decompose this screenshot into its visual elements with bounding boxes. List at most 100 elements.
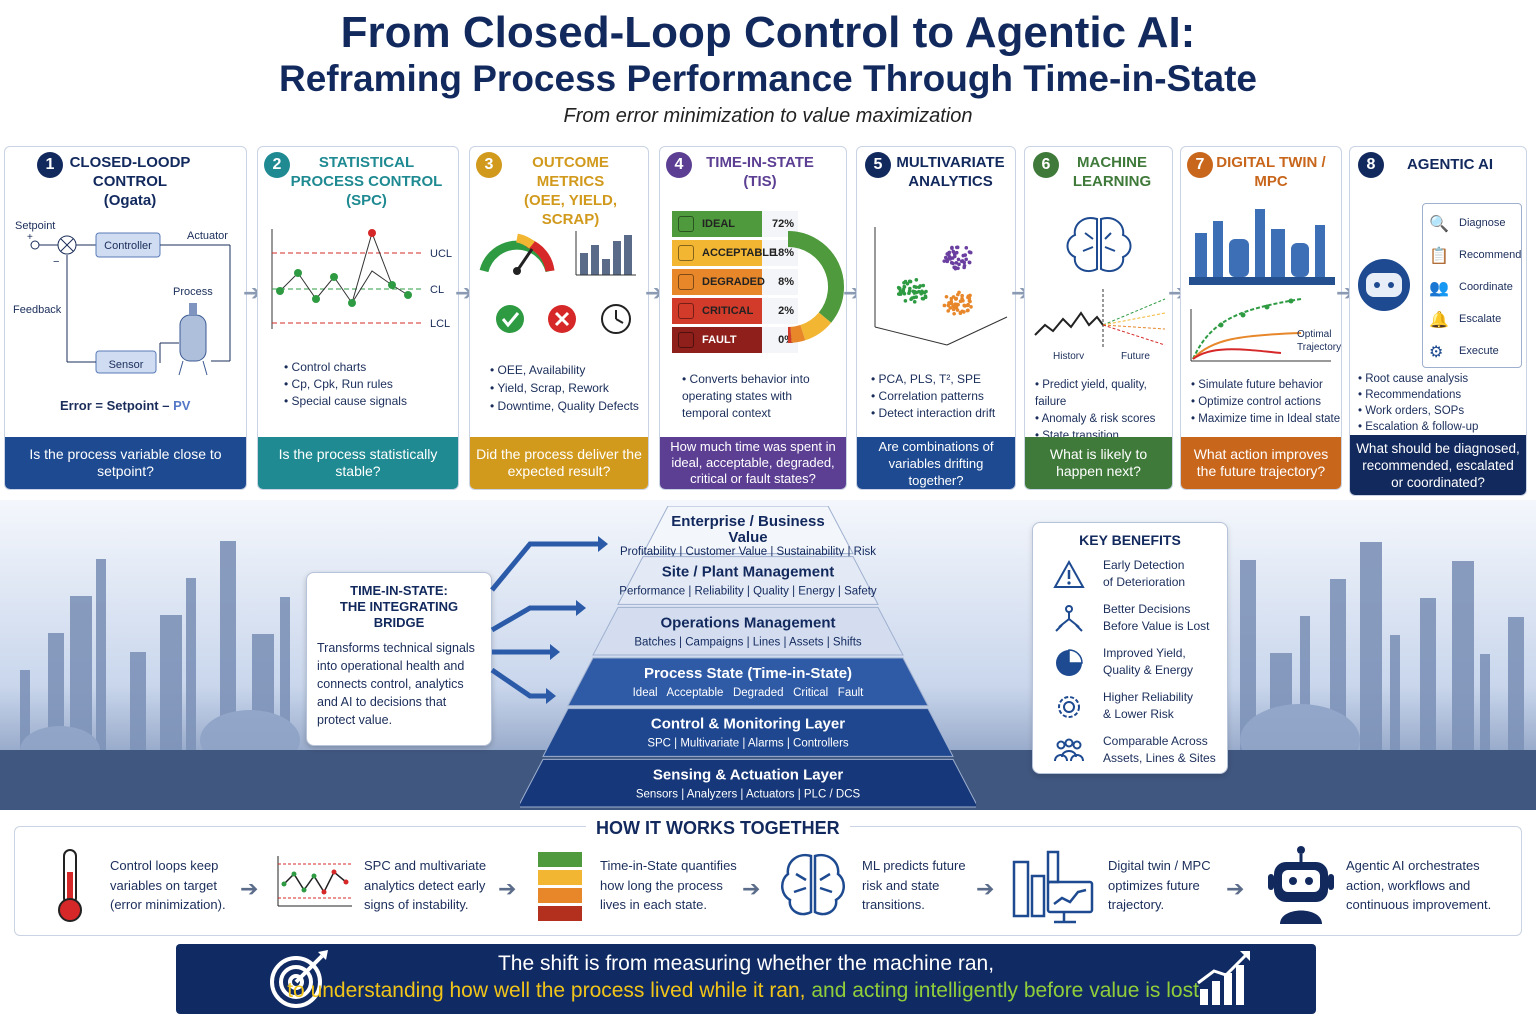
pyramid-level-title: Control & Monitoring Layer	[651, 716, 845, 733]
scatter-point	[949, 296, 954, 301]
agent-action-label: Coordinate	[1459, 281, 1513, 293]
bell-icon: 🔔	[1429, 309, 1449, 329]
scatter-point	[902, 284, 907, 289]
scatter-point	[955, 308, 960, 312]
scatter-point	[962, 263, 967, 268]
state-percent: 8%	[762, 269, 798, 295]
bar-chart-icon	[575, 231, 636, 276]
arc-segment-acceptable	[799, 312, 832, 341]
refinery-tower	[1480, 654, 1490, 750]
pyramid-level-subtitle: Performance | Reliability | Quality | En…	[619, 586, 877, 598]
plus-sign: +	[27, 232, 33, 243]
benefit-text: Better Decisions Before Value is Lost	[1103, 602, 1210, 633]
history-label: History	[1053, 351, 1084, 359]
scatter-point	[945, 257, 950, 262]
how-step-text: Time-in-State quantifies how long the pr…	[600, 858, 737, 912]
card-question: What should be diagnosed, recommended, e…	[1350, 435, 1526, 495]
pyramid-level-subtitle: Ideal Acceptable Degraded Critical Fault	[633, 687, 865, 699]
arrow-right-icon: ➔	[240, 876, 259, 901]
banner-line-1: The shift is from measuring whether the …	[497, 952, 995, 975]
refinery-tower	[96, 559, 106, 750]
benefit-item: Improved Yield, Quality & Energy	[1043, 645, 1223, 685]
state-icon	[678, 216, 694, 232]
agent-action-execute: ⚙Execute	[1429, 338, 1499, 364]
agent-action-list: 🔍Diagnose📋Recommend👥Coordinate🔔Escalate⚙…	[1422, 203, 1522, 368]
feedback-label: Feedback	[13, 304, 62, 316]
card-closed-loop-control: 1 CLOSED-LOODP CONTROL (Ogata) Setpoint …	[4, 146, 247, 490]
how-step-text: Agentic AI orchestrates action, workflow…	[1346, 858, 1492, 912]
closed-loop-diagram: Setpoint + − Controller Actuator Process…	[13, 220, 231, 413]
state-label: DEGRADED	[672, 269, 765, 295]
scatter-point	[914, 278, 919, 282]
scatter-point	[966, 302, 970, 307]
3d-scatter-plot	[874, 227, 1008, 346]
card-bullets: Converts behavior into operating states …	[682, 371, 832, 422]
pyramid-level-title: Operations Management	[660, 614, 835, 631]
card-outcome-metrics: 3 OUTCOME METRICS (OEE, YIELD, SCRAP) OE…	[469, 146, 649, 490]
scatter-point	[958, 310, 963, 315]
scatter-point	[921, 297, 926, 301]
agent-action-label: Escalate	[1459, 313, 1502, 325]
scatter-point	[905, 281, 910, 286]
scatter-point	[921, 283, 926, 288]
bridge-title: TIME-IN-STATE: THE INTEGRATING BRIDGE	[339, 583, 459, 630]
step-number-badge: 2	[264, 152, 290, 178]
actuator-label: Actuator	[187, 230, 228, 242]
step-number-badge: 1	[37, 152, 63, 178]
scatter-point	[968, 293, 972, 298]
step-number-badge: 6	[1033, 152, 1059, 178]
scatter-point	[956, 257, 961, 262]
card-title: DIGITAL TWIN / MPC	[1216, 154, 1326, 190]
refinery-tower	[1240, 560, 1256, 750]
agent-action-label: Recommend	[1459, 249, 1522, 261]
control-chart: UCL CL LCL	[271, 229, 452, 330]
scatter-point	[960, 293, 964, 298]
card-title: AGENTIC AI	[1406, 156, 1494, 173]
pyramid-level-subtitle: Sensors | Analyzers | Actuators | PLC / …	[636, 788, 861, 800]
scatter-point	[953, 266, 958, 271]
scatter-point	[912, 300, 917, 304]
bridge-arrows	[490, 536, 608, 704]
arrow-right-icon: ➔	[645, 280, 664, 305]
scatter-point	[914, 295, 919, 299]
state-label: ACCEPTABLE	[672, 240, 776, 266]
card-title: TIME-IN-STATE (TIS)	[706, 154, 814, 190]
scatter-point	[948, 306, 953, 310]
benefit-item: Early Detection of Deterioration	[1043, 557, 1223, 597]
banner-highlight-yellow: to understanding how well the process li…	[287, 979, 806, 1002]
agent-action-escalate: 🔔 Escalate	[1429, 306, 1501, 332]
refinery-tower	[186, 578, 196, 750]
agent-action-label: Diagnose	[1459, 217, 1506, 229]
reactor-vessel-icon	[178, 303, 208, 376]
pyramid-level-subtitle: SPC | Multivariate | Alarms | Controller…	[647, 738, 849, 750]
scatter-point	[956, 292, 960, 297]
card-bullets: Control chartsCp, Cpk, Run rulesSpecial …	[284, 359, 407, 410]
scatter-point	[919, 292, 924, 296]
card-title: MACHINE LEARNING	[1072, 154, 1152, 190]
error-formula: Error = Setpoint – PV	[60, 398, 191, 413]
clipboard-icon: 📋	[1429, 245, 1449, 265]
ml-forecast: History Future	[1034, 217, 1166, 359]
digital-twin-icon	[1012, 850, 1094, 924]
pyramid-level-title: Site / Plant Management	[662, 564, 835, 581]
scatter-point	[901, 287, 906, 292]
scatter-point	[902, 280, 906, 285]
state-label: IDEAL	[672, 211, 762, 237]
agent-action-recommend: 📋 Recommend	[1429, 242, 1521, 268]
how-step-text: SPC and multivariate analytics detect ea…	[364, 858, 487, 912]
tagline: From error minimization to value maximiz…	[563, 105, 973, 127]
setpoint-label: Setpoint	[15, 220, 55, 232]
warning-icon	[1053, 559, 1085, 588]
growth-chart-icon	[1197, 951, 1250, 1005]
scatter-point	[922, 290, 927, 295]
cl-label: CL	[430, 284, 444, 296]
pyramid-level-subtitle: Profitability | Customer Value | Sustain…	[620, 546, 876, 558]
scatter-point	[908, 286, 912, 291]
refinery-tower	[130, 652, 146, 750]
benefit-item: Higher Reliability & Lower Risk	[1043, 689, 1223, 729]
